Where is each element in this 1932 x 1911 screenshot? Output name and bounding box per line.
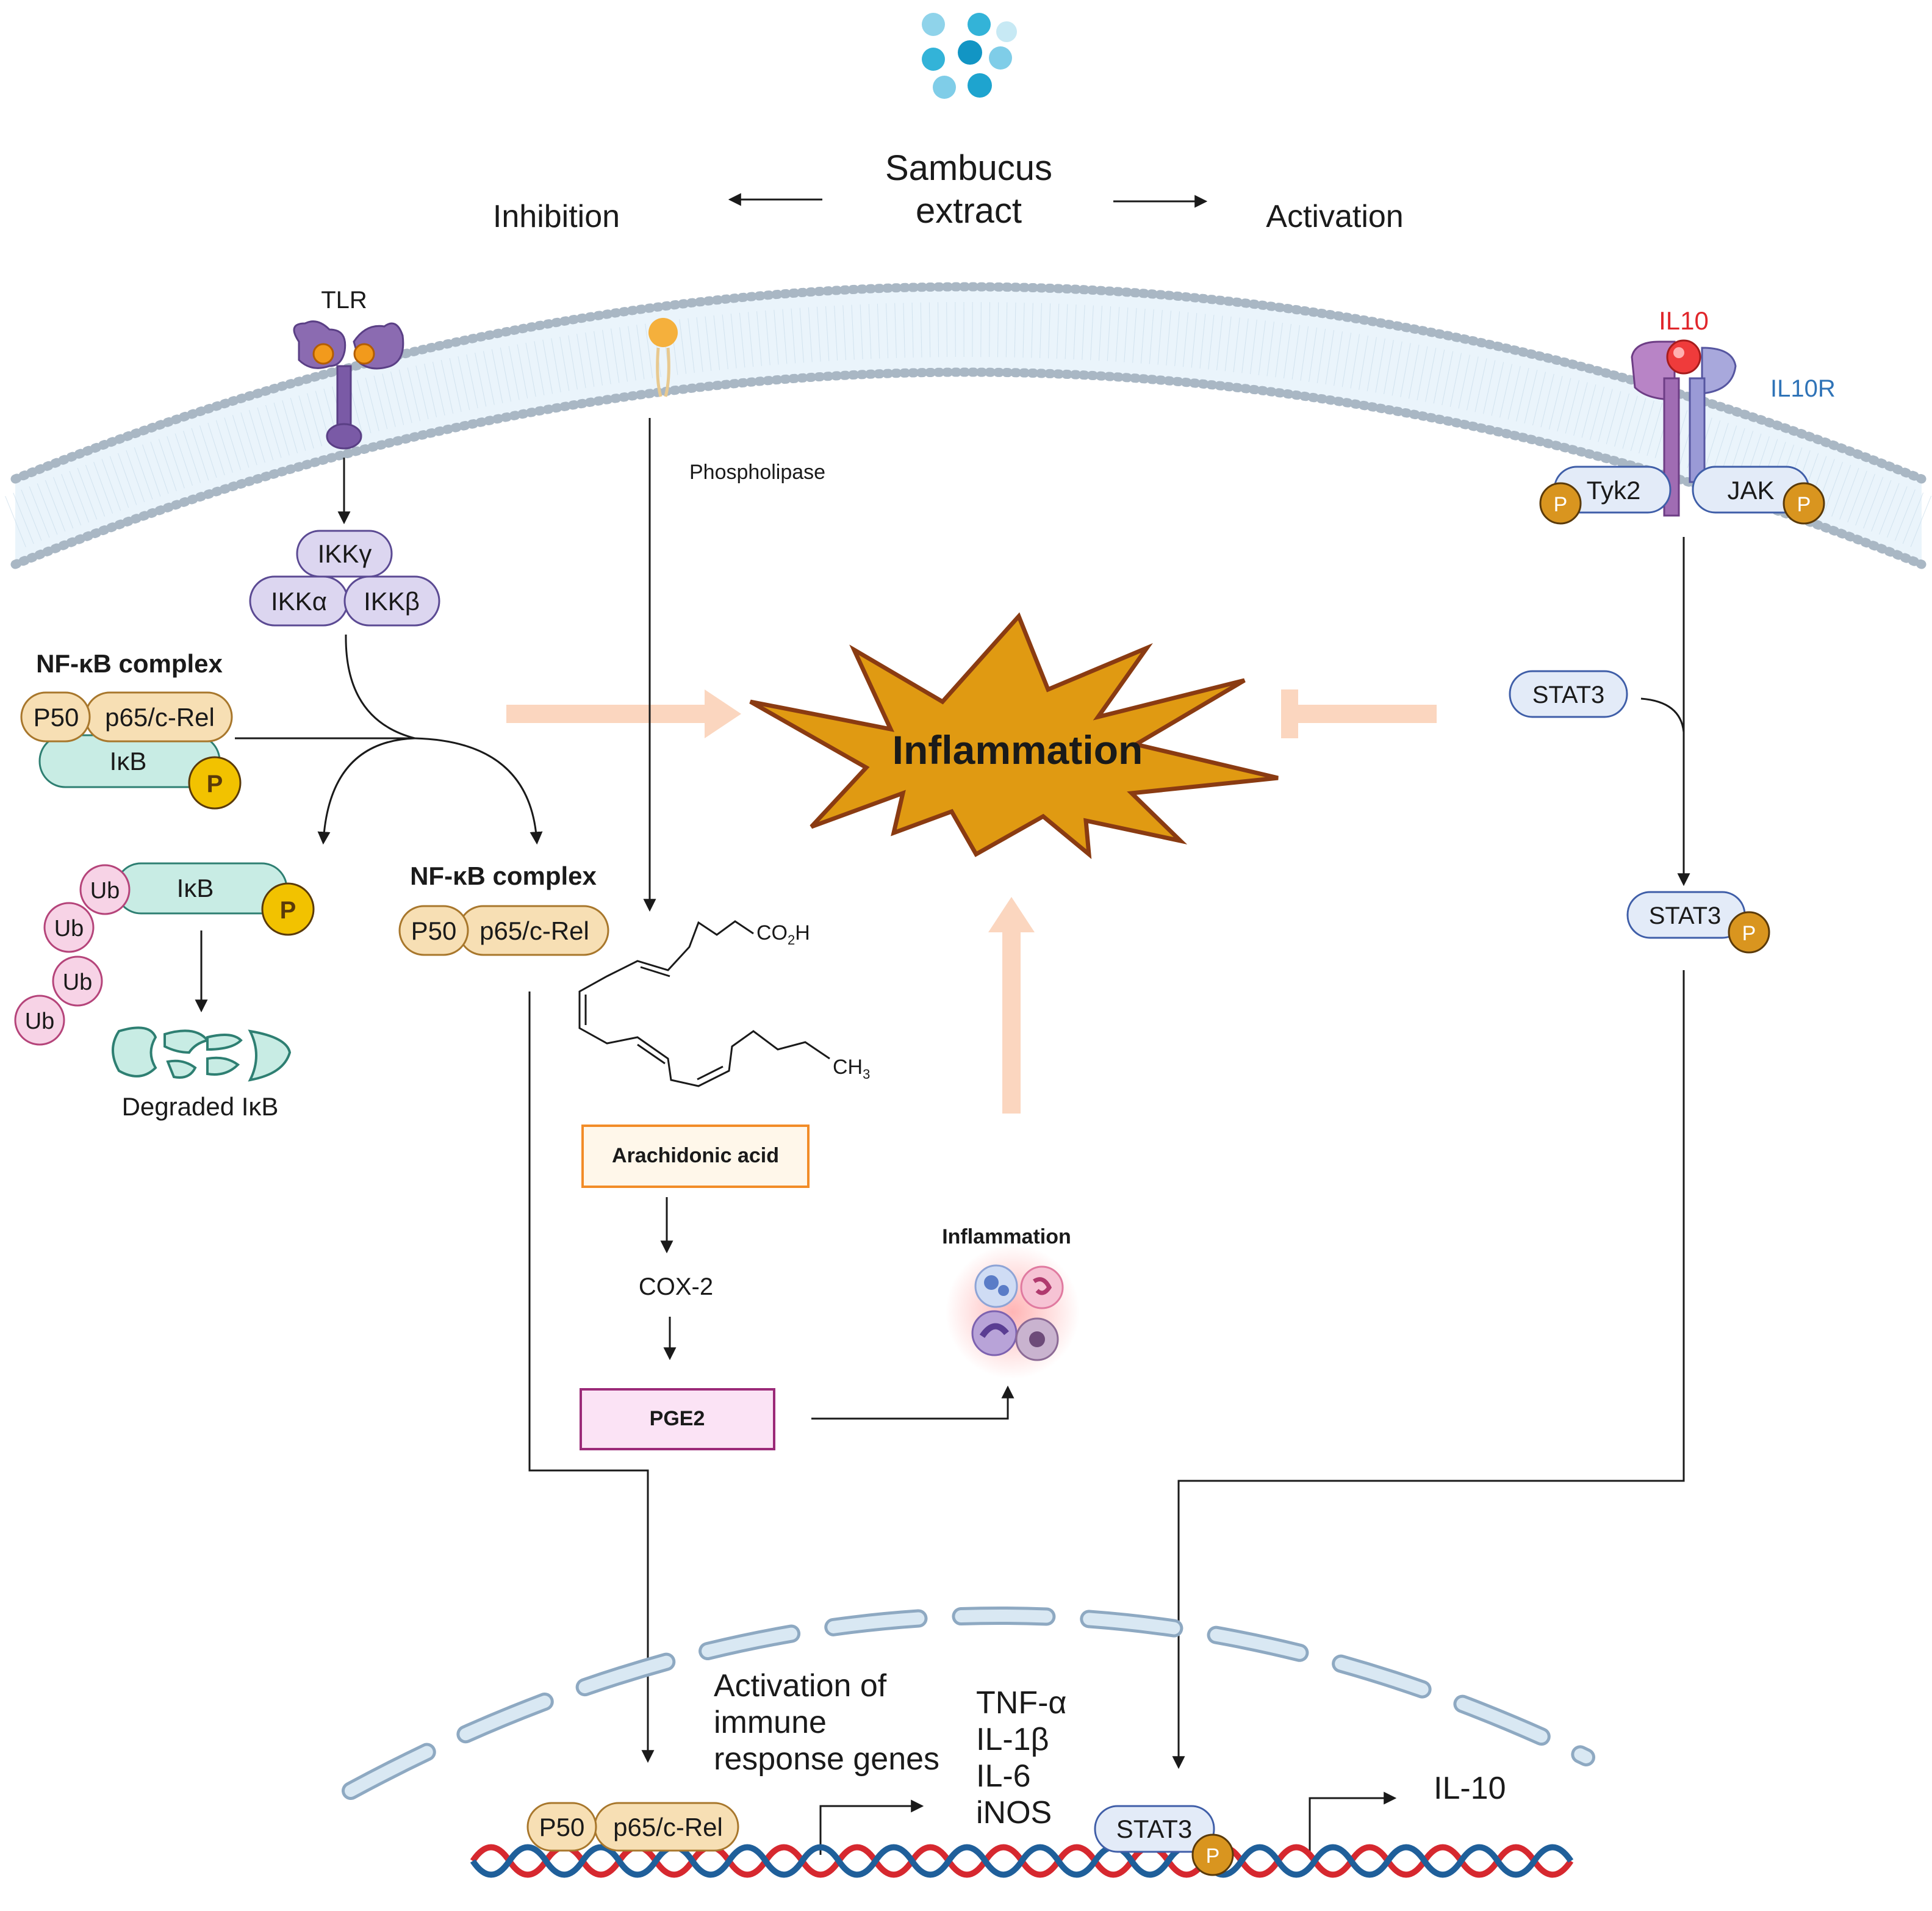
nuclear-stat3-label: STAT3	[1116, 1815, 1192, 1843]
p65-label: p65/c-Rel	[105, 703, 215, 732]
arachidonic-acid-structure	[578, 920, 830, 1087]
p50-protein	[20, 691, 91, 743]
stat3-transcription-arrow	[1309, 1791, 1397, 1855]
free-p65-label: p65/c-Rel	[479, 916, 589, 945]
nuclear-p65-label: p65/c-Rel	[613, 1813, 723, 1841]
inflammation-cells-title: Inflammation	[942, 1225, 1071, 1248]
pge2-to-cells-arrow	[811, 1385, 1014, 1420]
ubiquitin-icon	[14, 995, 65, 1046]
ubiquitin-label: Ub	[25, 1009, 55, 1034]
ikk-to-nfkb-curve	[235, 634, 415, 740]
activation-genes-line1: Activation of	[714, 1668, 887, 1704]
stat3p-phospho-icon	[1728, 911, 1770, 954]
nfkb-release-arrow	[414, 737, 543, 845]
degraded-ikb-fragments-icon	[112, 1026, 292, 1082]
inhibition-label: Inhibition	[493, 199, 620, 234]
pge2-label: PGE2	[650, 1407, 705, 1430]
pge2-to-inflammation-faded-arrow	[988, 897, 1035, 1114]
inflammation-burst-label: Inflammation	[892, 727, 1143, 772]
pge2-box	[580, 1388, 775, 1450]
stat3p-label: STAT3	[1649, 902, 1722, 929]
ubiquitin-icon	[52, 956, 103, 1007]
ikb-label: IκB	[110, 747, 147, 776]
gene-il-1beta: IL-1β	[976, 1722, 1049, 1757]
gene-il-6: IL-6	[976, 1758, 1031, 1794]
nuclear-stat3-phospho-label: P	[1206, 1844, 1220, 1868]
inhibition-of-inflammation-faded-bar	[1281, 689, 1437, 738]
nfkb-complex-title: NF-κB complex	[36, 649, 223, 678]
free-nfkb-complex-title: NF-κB complex	[410, 862, 597, 890]
jak-phospho-icon	[1783, 482, 1825, 525]
ikk-beta-label: IKKβ	[364, 587, 420, 616]
phospholipase-label: Phospholipase	[689, 461, 825, 484]
activation-genes-line3: response genes	[714, 1741, 939, 1777]
extract-label-line2: extract	[916, 191, 1022, 231]
activation-to-inflammation-faded-arrow	[506, 689, 741, 738]
stat3-label: STAT3	[1532, 682, 1605, 708]
immune-cells-icon	[946, 1245, 1080, 1379]
nuclear-p50-protein	[526, 1802, 597, 1852]
free-p50-label: P50	[411, 916, 457, 945]
ubiquitin-icon	[43, 902, 95, 953]
ubiquitin-icon	[79, 864, 131, 915]
gene-il-10: IL-10	[1434, 1771, 1506, 1806]
nfkb-to-nucleus-arrow	[528, 991, 655, 1763]
nuclear-stat3-protein	[1094, 1805, 1215, 1853]
p50-label: P50	[34, 703, 79, 732]
ubiquitin-label: Ub	[63, 970, 93, 995]
ikb-phospho-icon	[188, 756, 242, 810]
stat3-protein	[1509, 670, 1628, 718]
ikb-phospho-label: P	[207, 771, 223, 797]
nuclear-envelope-inner	[345, 1610, 1592, 1797]
dna-double-helix	[470, 1844, 1574, 1878]
nuclear-stat3-phospho-icon	[1191, 1834, 1234, 1876]
il10r-receptor-icon	[1631, 339, 1737, 517]
cell-membrane	[5, 282, 1932, 569]
tlr-label: TLR	[321, 287, 367, 314]
cox2-label: COX-2	[639, 1273, 713, 1300]
ch3-label: CH3	[833, 1056, 870, 1082]
activation-label: Activation	[1266, 199, 1403, 234]
ikb-degradation-arrow	[317, 737, 415, 845]
phospholipid-icon	[648, 318, 678, 397]
extract-particles-icon	[922, 13, 1017, 99]
nfkb-transcription-arrow	[819, 1799, 924, 1855]
tyk2-phospho-label: P	[1554, 493, 1568, 516]
extract-label-line1: Sambucus	[885, 148, 1052, 188]
stat3p-phospho-label: P	[1742, 922, 1756, 945]
ikk-beta-protein	[343, 575, 440, 627]
ikk-alpha-label: IKKα	[271, 587, 327, 616]
free-p50-protein	[398, 905, 469, 956]
inflammation-burst-icon	[749, 612, 1279, 860]
il10r-label: IL10R	[1770, 375, 1836, 402]
tyk2-phospho-icon	[1539, 482, 1582, 525]
ub-ikb-label: IκB	[177, 874, 214, 902]
arachidonic-acid-box	[581, 1125, 810, 1188]
jak-phospho-label: P	[1797, 493, 1811, 516]
ubiquitin-label: Ub	[90, 878, 120, 904]
co2h-label: CO2H	[756, 921, 810, 948]
ubiquitin-label: Ub	[54, 916, 84, 941]
activation-genes-line2: immune	[714, 1705, 827, 1740]
tyk2-label: Tyk2	[1587, 476, 1641, 505]
il10-label: IL10	[1659, 306, 1709, 335]
stat3-join-curve	[1640, 697, 1685, 733]
gene-inos: iNOS	[976, 1795, 1052, 1830]
ub-ikb-phospho-icon	[261, 882, 315, 936]
ub-ikb-phospho-label: P	[280, 897, 296, 924]
jak-label: JAK	[1727, 476, 1774, 505]
ikk-gamma-label: IKKγ	[318, 539, 372, 568]
arachidonic-acid-label: Arachidonic acid	[612, 1144, 779, 1167]
degraded-ikb-label: Degraded IκB	[122, 1092, 279, 1121]
ubiquitin-chain: Ub Ub Ub Ub	[14, 864, 131, 1046]
nuclear-p50-label: P50	[539, 1813, 585, 1841]
gene-tnf-alpha: TNF-α	[976, 1685, 1066, 1721]
tlr-receptor-icon	[293, 320, 404, 450]
ikk-gamma-protein	[296, 530, 393, 578]
